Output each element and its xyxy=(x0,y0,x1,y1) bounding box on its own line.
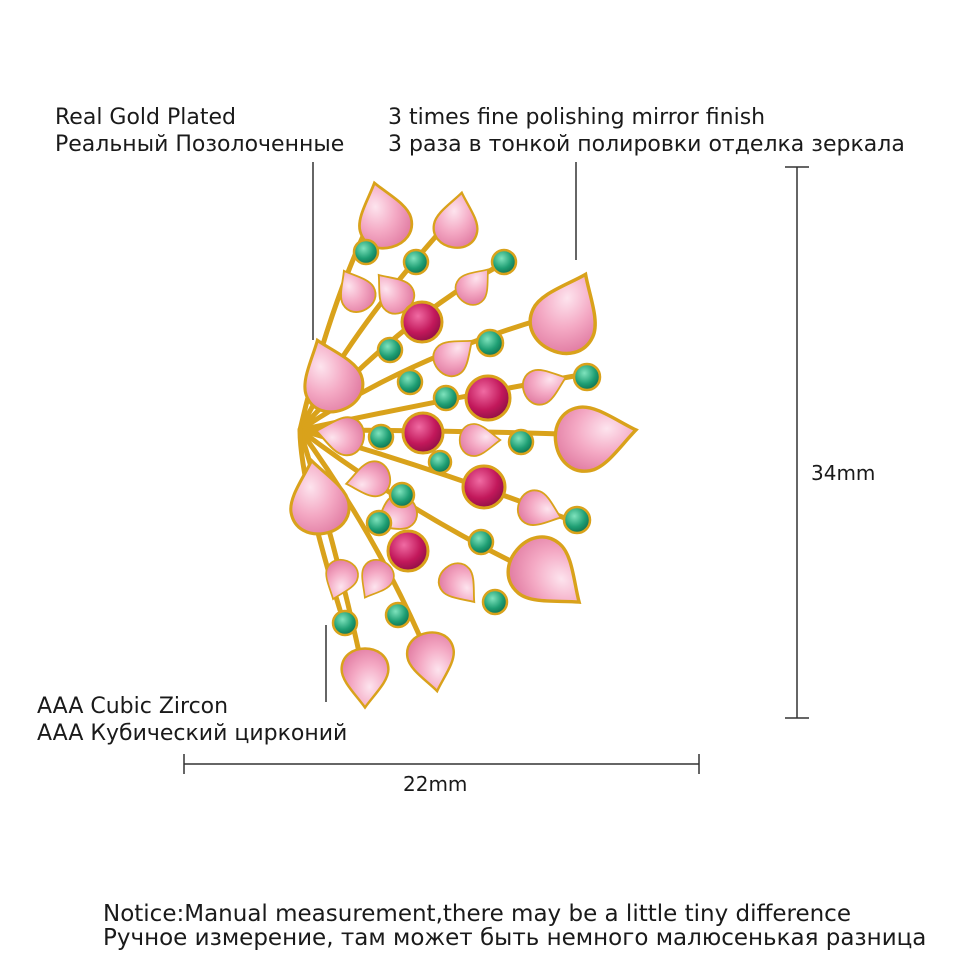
zircon-label-en: AAA Cubic Zircon xyxy=(37,694,229,719)
zircon-label-ru: AAA Кубический цирконий xyxy=(37,721,348,746)
gold-plated-label: Real Gold Plated Реальный Позолоченные xyxy=(55,104,344,158)
zircon-label: AAA Cubic Zircon AAA Кубический цирконий xyxy=(37,693,347,747)
polishing-label-ru: 3 раза в тонкой полировки отделка зеркал… xyxy=(388,132,905,157)
polishing-label-en: 3 times fine polishing mirror finish xyxy=(388,105,766,130)
polishing-label: 3 times fine polishing mirror finish 3 р… xyxy=(388,104,905,158)
magenta-zircon-stones xyxy=(386,300,512,573)
measurement-notice-ru: Ручное измерение, там может быть немного… xyxy=(103,925,927,951)
annotation-lines xyxy=(183,162,809,774)
measurement-notice-en: Notice:Manual measurement,there may be a… xyxy=(103,901,851,927)
measurement-notice: Notice:Manual measurement,there may be a… xyxy=(103,902,926,950)
width-dimension-label: 22mm xyxy=(403,772,468,796)
gold-plated-label-ru: Реальный Позолоченные xyxy=(55,132,345,157)
green-zircon-stones xyxy=(331,238,602,637)
gold-plated-label-en: Real Gold Plated xyxy=(55,105,236,130)
height-dimension-label: 34mm xyxy=(811,461,876,485)
